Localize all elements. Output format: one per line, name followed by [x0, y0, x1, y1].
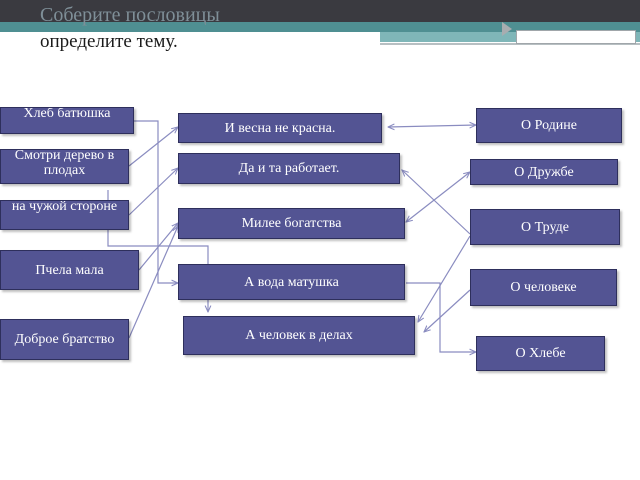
- connector-chelovek-trude: [418, 235, 471, 322]
- middle-box-voda[interactable]: А вода матушка: [178, 264, 405, 300]
- connector-milee-druzhbe: [406, 172, 470, 222]
- slide-title-line1: Соберите пословицы: [40, 4, 220, 26]
- middle-box-label: Милее богатства: [241, 216, 342, 231]
- left-box-dobroe[interactable]: Доброе братство: [0, 319, 129, 360]
- connector-chelovek-cheloveke: [424, 289, 471, 332]
- connector-vesna-rodine: [388, 125, 476, 127]
- connector-dobroe-milee: [128, 226, 178, 339]
- left-box-label: Пчела мала: [35, 262, 104, 278]
- left-box-khleb[interactable]: Хлеб батюшка: [0, 107, 134, 134]
- left-box-label: на чужой стороне: [11, 200, 118, 214]
- left-box-pchela[interactable]: Пчела мала: [0, 250, 139, 290]
- middle-box-chelovek[interactable]: А человек в делах: [183, 316, 415, 355]
- middle-box-label: Да и та работает.: [238, 161, 340, 176]
- right-box-khlebe[interactable]: О Хлебе: [476, 336, 605, 371]
- top-bar: [0, 0, 640, 22]
- right-box-rodine[interactable]: О Родине: [476, 108, 622, 143]
- left-box-smotri[interactable]: Смотри дерево в плодах: [0, 149, 129, 184]
- right-box-label: О Дружбе: [514, 164, 574, 180]
- middle-box-label: А человек в делах: [245, 328, 353, 343]
- left-box-chuzhoi[interactable]: на чужой стороне: [0, 200, 129, 230]
- right-box-label: О Труде: [521, 219, 569, 235]
- triangle-bullet-icon: [502, 22, 512, 36]
- header-placeholder-box: [516, 30, 636, 44]
- middle-box-milee[interactable]: Милее богатства: [178, 208, 405, 239]
- right-box-druzhbe[interactable]: О Дружбе: [470, 159, 618, 185]
- right-box-label: О Родине: [521, 118, 577, 133]
- right-box-label: О Хлебе: [515, 346, 566, 361]
- connector-chuzhoi-da: [128, 168, 178, 216]
- left-box-label: Доброе братство: [14, 332, 115, 347]
- left-box-label: Хлеб батюшка: [23, 107, 111, 121]
- right-box-label: О человеке: [510, 280, 577, 295]
- teal-stripe: [0, 22, 640, 32]
- right-box-cheloveke[interactable]: О человеке: [470, 269, 617, 306]
- middle-box-da[interactable]: Да и та работает.: [178, 153, 400, 184]
- slide-title-line2: определите тему.: [40, 31, 178, 52]
- connector-smotri-vesna: [128, 127, 178, 167]
- grey-divider: [380, 43, 640, 45]
- connector-khleb-voda: [134, 120, 178, 283]
- middle-box-vesna[interactable]: И весна не красна.: [178, 113, 382, 143]
- right-box-trude[interactable]: О Труде: [470, 209, 620, 245]
- left-box-label: Смотри дерево в плодах: [14, 149, 115, 178]
- middle-box-label: И весна не красна.: [224, 120, 336, 136]
- middle-box-label: А вода матушка: [244, 274, 339, 290]
- teal-stripe-light: [380, 32, 640, 42]
